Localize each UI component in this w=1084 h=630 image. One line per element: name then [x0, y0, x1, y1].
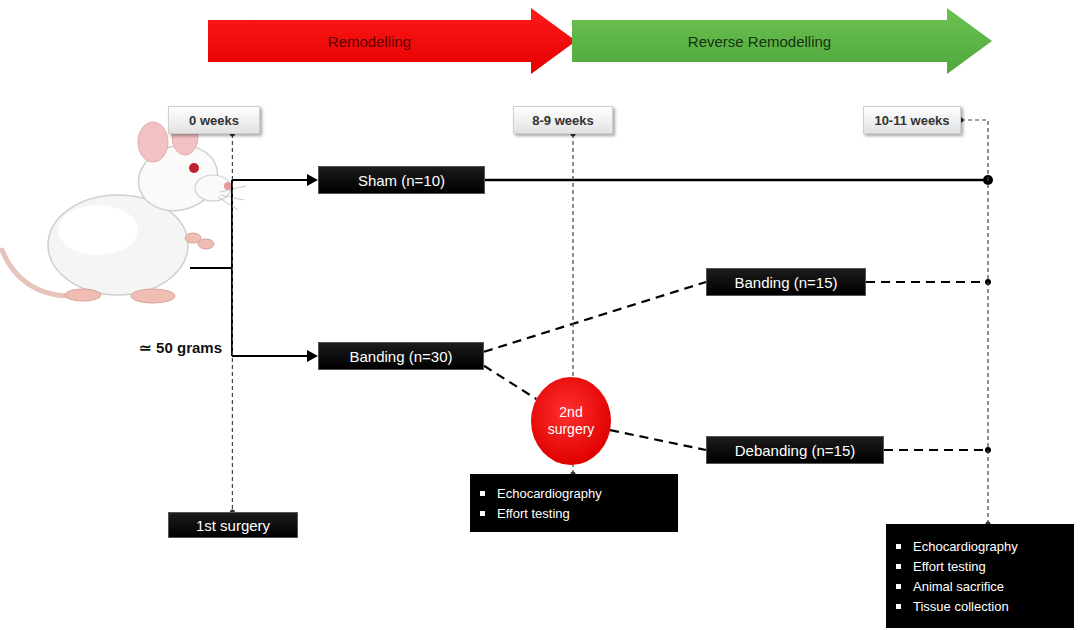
group-box: Debanding (n=15) — [706, 436, 884, 464]
group-connector — [484, 366, 536, 399]
group-box: 1st surgery — [168, 512, 298, 538]
procedure-item: Echocardiography — [913, 539, 1018, 554]
group-box: Sham (n=10) — [318, 166, 485, 194]
timeline-line — [232, 134, 233, 512]
bullet-square — [480, 511, 485, 516]
procedure-item: Animal sacrifice — [913, 579, 1004, 594]
bullet-square — [896, 544, 901, 549]
group-connector — [484, 282, 706, 352]
phase-arrow: Reverse Remodelling — [572, 8, 992, 74]
node-text: 0 weeks — [189, 113, 239, 128]
time-tag: 0 weeks — [168, 106, 260, 134]
node-text: 1st surgery — [196, 517, 270, 534]
bullet-square — [896, 564, 901, 569]
group-box: Banding (n=30) — [318, 342, 484, 370]
node-text: Reverse Remodelling — [688, 33, 831, 50]
bullet-row: Effort testing — [480, 503, 570, 523]
bullet-row: Effort testing — [896, 556, 986, 576]
group-connector — [610, 430, 706, 450]
node-text: 2nd surgery — [540, 404, 602, 438]
node-text: Banding (n=30) — [350, 348, 453, 365]
node-text: 10-11 weeks — [874, 113, 949, 128]
node-text: Remodelling — [328, 33, 411, 50]
weight-label: ≃ 50 grams — [100, 339, 222, 357]
bullet-row: Echocardiography — [896, 536, 1018, 556]
surgery-ellipse: 2nd surgery — [530, 376, 612, 466]
bullet-square — [896, 584, 901, 589]
node-text: Debanding (n=15) — [735, 442, 856, 459]
rat-illustration — [2, 119, 246, 303]
time-tag: 10-11 weeks — [863, 106, 961, 134]
bullet-row: Echocardiography — [480, 483, 602, 503]
procedure-box: EchocardiographyEffort testing — [470, 474, 678, 532]
group-end-lines — [485, 175, 993, 453]
timeline-line — [961, 120, 988, 524]
node-text: 8-9 weeks — [532, 113, 593, 128]
bullet-square — [896, 604, 901, 609]
time-tag: 8-9 weeks — [513, 106, 613, 134]
procedure-item: Effort testing — [497, 506, 570, 521]
group-split-lines — [190, 174, 318, 362]
procedure-item: Echocardiography — [497, 486, 602, 501]
node-text: Banding (n=15) — [735, 274, 838, 291]
group-box: Banding (n=15) — [706, 268, 866, 296]
node-text: Sham (n=10) — [358, 172, 445, 189]
procedure-item: Tissue collection — [913, 599, 1009, 614]
bullet-square — [480, 491, 485, 496]
bullet-row: Animal sacrifice — [896, 576, 1004, 596]
procedure-item: Effort testing — [913, 559, 986, 574]
bullet-row: Tissue collection — [896, 596, 1009, 616]
phase-arrow: Remodelling — [208, 8, 576, 74]
procedure-box: EchocardiographyEffort testingAnimal sac… — [886, 524, 1074, 628]
